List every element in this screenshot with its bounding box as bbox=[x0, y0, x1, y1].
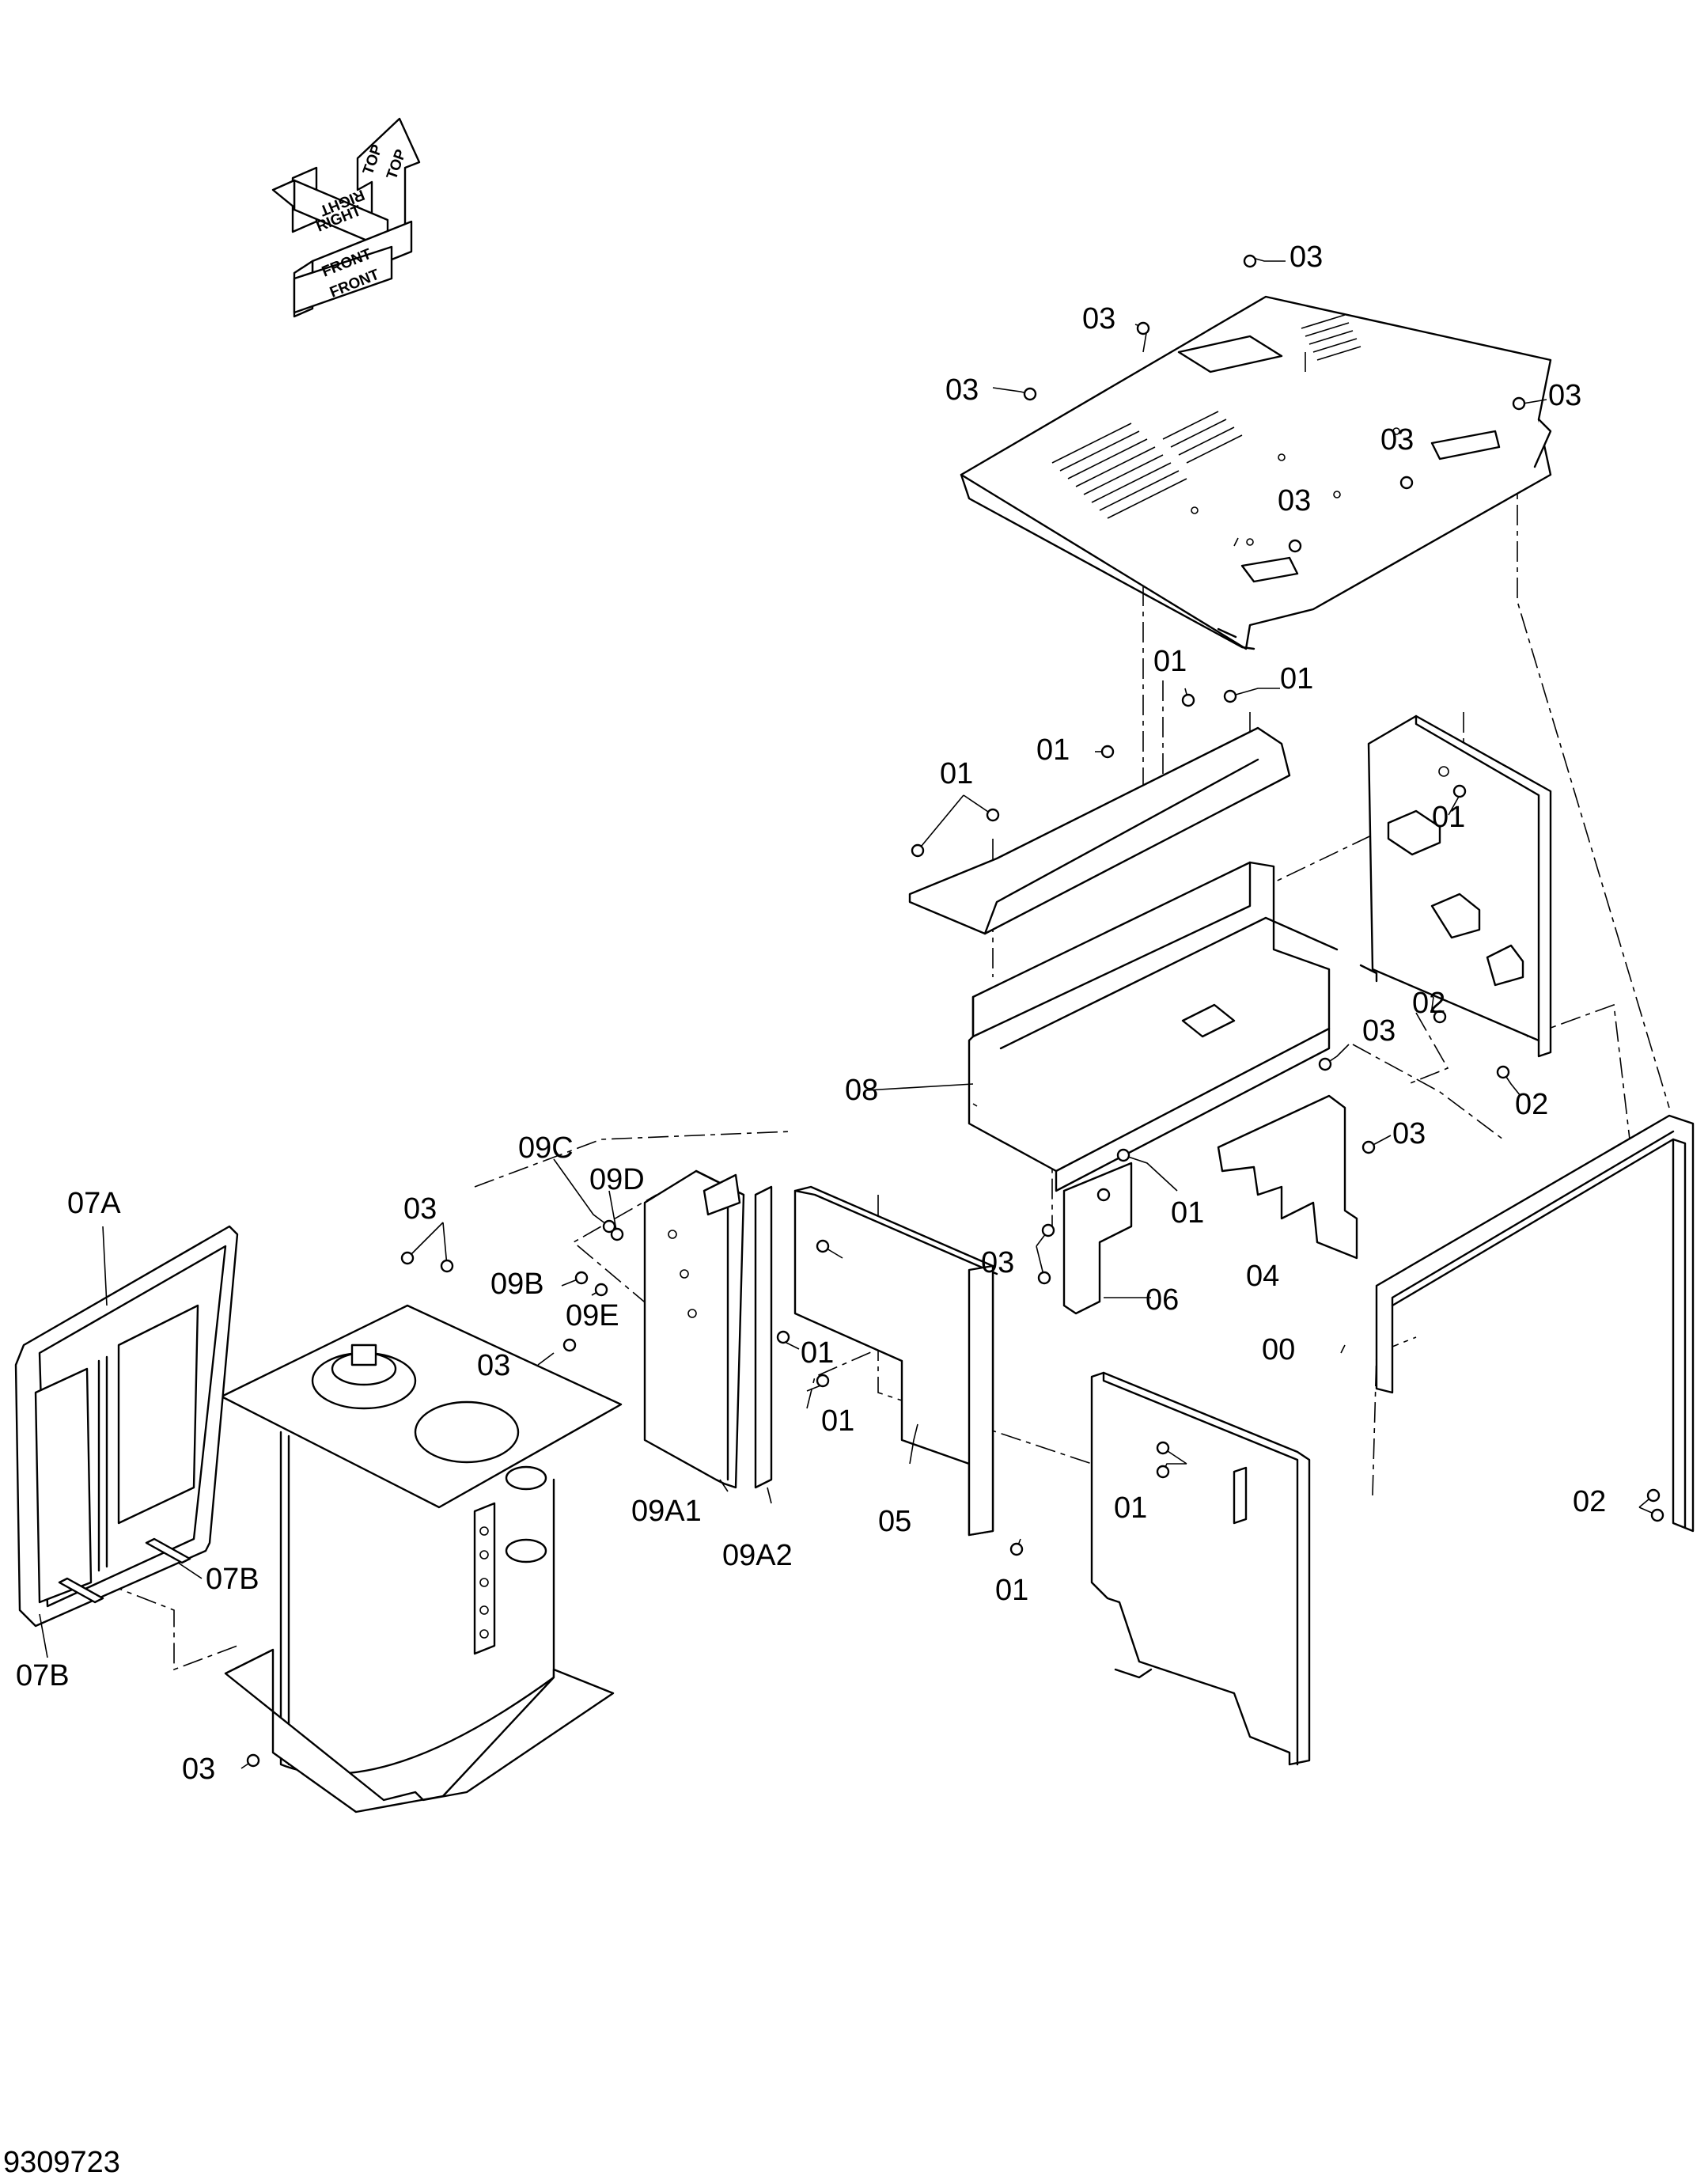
assembly-center-lines bbox=[102, 396, 1670, 1671]
callout-label-07b-b: 07B bbox=[16, 1659, 70, 1692]
callout-label-01-j: 01 bbox=[995, 1574, 1028, 1607]
center-panel-part bbox=[793, 1185, 998, 1537]
callout-label-03-f: 03 bbox=[1278, 484, 1311, 517]
callout-label-01-b: 01 bbox=[1280, 662, 1313, 695]
callout-label-01-h: 01 bbox=[821, 1404, 854, 1438]
callout-label-03-c: 03 bbox=[945, 373, 979, 407]
callout-label-08: 08 bbox=[845, 1074, 878, 1107]
callout-label-00: 00 bbox=[1262, 1333, 1295, 1366]
callout-label-09c: 09C bbox=[518, 1131, 574, 1165]
hydraulic-tank-part bbox=[220, 1304, 623, 1813]
callout-label-09a1: 09A1 bbox=[631, 1495, 702, 1528]
callout-label-01-c: 01 bbox=[1036, 733, 1070, 767]
drawing-number: 9309723 bbox=[3, 2146, 120, 2179]
callout-label-09e: 09E bbox=[566, 1299, 619, 1332]
callout-label-02-c: 02 bbox=[1573, 1485, 1606, 1518]
top-cover-part bbox=[960, 295, 1552, 650]
fastener-bolts bbox=[246, 254, 1664, 1768]
duct-cover-part bbox=[968, 861, 1339, 1192]
callout-label-05: 05 bbox=[878, 1505, 911, 1538]
callout-label-09d: 09D bbox=[589, 1163, 645, 1196]
callout-label-03-j: 03 bbox=[477, 1349, 510, 1382]
callout-label-01-a: 01 bbox=[1153, 645, 1187, 678]
callout-label-01-g: 01 bbox=[801, 1336, 834, 1370]
orientation-indicator: TOP TOP RIGHT RIGHT FRONT FRONT bbox=[271, 117, 421, 318]
callout-label-03-a: 03 bbox=[1290, 241, 1323, 274]
callout-label-07b-a: 07B bbox=[206, 1563, 259, 1596]
callout-label-03-l: 03 bbox=[182, 1753, 215, 1786]
callout-label-09b: 09B bbox=[490, 1268, 544, 1301]
small-bracket-part bbox=[1062, 1162, 1133, 1315]
callout-label-01-i: 01 bbox=[1114, 1491, 1147, 1525]
radiator-screen-part bbox=[14, 1225, 239, 1628]
callout-label-03-g: 03 bbox=[1362, 1014, 1396, 1048]
side-panel-lower-right bbox=[1090, 1371, 1311, 1766]
callout-label-03-b: 03 bbox=[1082, 302, 1115, 335]
callout-label-01-e: 01 bbox=[1432, 801, 1465, 834]
callout-label-03-d: 03 bbox=[1548, 379, 1581, 412]
support-frame-part bbox=[1375, 1114, 1695, 1533]
callout-label-02-a: 02 bbox=[1412, 987, 1445, 1020]
callout-label-06: 06 bbox=[1146, 1283, 1179, 1317]
callout-label-03-i: 03 bbox=[981, 1246, 1014, 1279]
partition-plate-part bbox=[1217, 1094, 1358, 1260]
callout-label-01-d: 01 bbox=[940, 757, 973, 790]
callout-label-03-h: 03 bbox=[1392, 1117, 1426, 1150]
side-bracket-panel bbox=[1359, 714, 1552, 1058]
callout-label-02-b: 02 bbox=[1515, 1088, 1548, 1121]
callout-label-03-k: 03 bbox=[403, 1192, 437, 1226]
vertical-bracket-part bbox=[643, 1169, 773, 1489]
callout-label-09a2: 09A2 bbox=[722, 1539, 793, 1572]
callout-label-04: 04 bbox=[1246, 1260, 1279, 1293]
callout-labels: 03 03 03 03 03 03 01 01 01 01 01 01 02 0… bbox=[16, 241, 1606, 1786]
callout-label-03-e: 03 bbox=[1380, 423, 1414, 457]
callout-label-07a: 07A bbox=[67, 1187, 121, 1220]
upper-tray-bracket bbox=[908, 726, 1291, 935]
callout-label-01-f: 01 bbox=[1171, 1196, 1204, 1230]
